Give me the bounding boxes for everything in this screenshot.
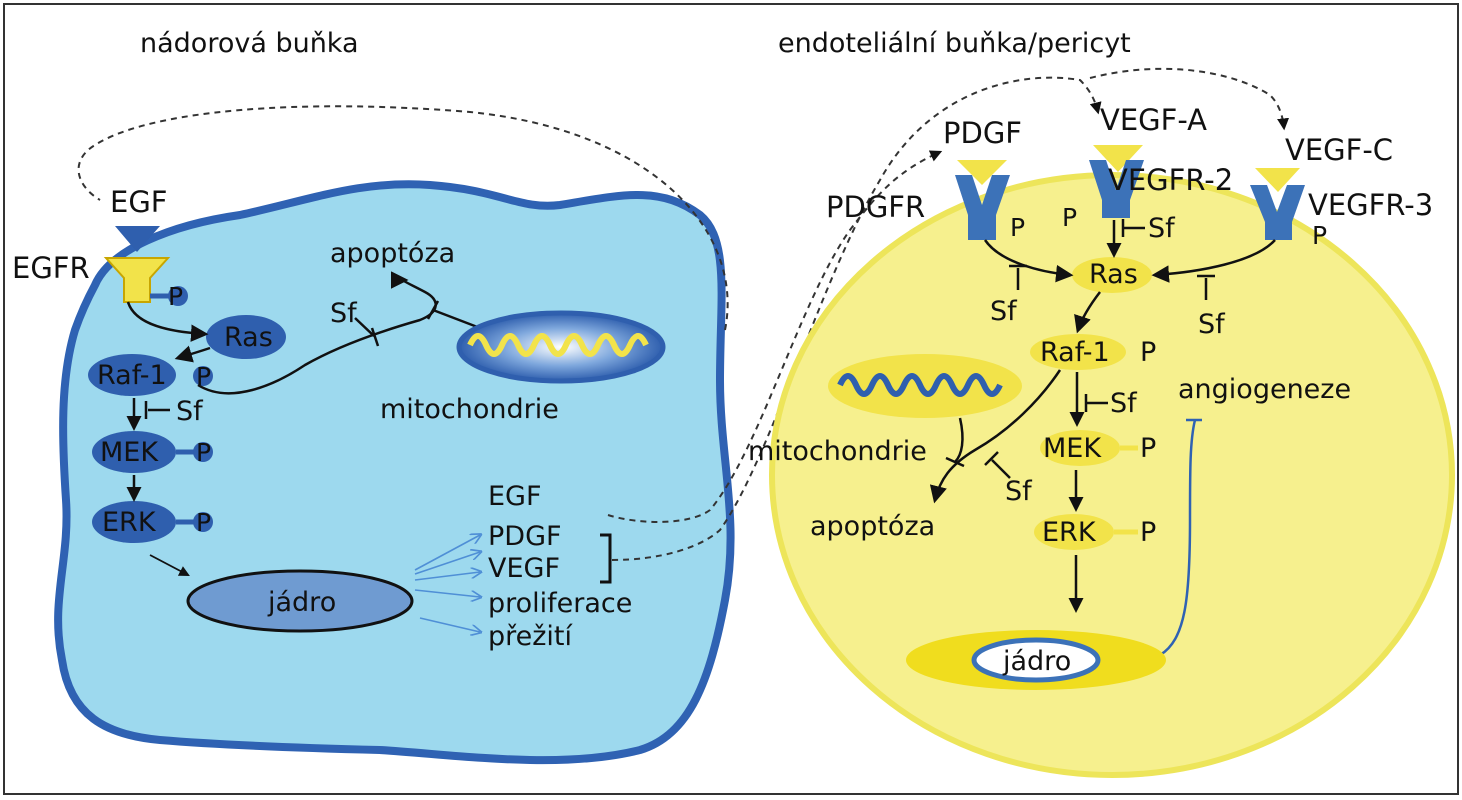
tumor-output-preziti: přežití	[488, 621, 574, 652]
egfr-label: EGFR	[12, 251, 90, 285]
tumor-mek-phospho-dot	[193, 442, 213, 462]
tumor-apoptosis-label: apoptóza	[330, 238, 455, 269]
mito-inhibit-line	[432, 308, 481, 330]
vegfr3-label: VEGFR-3	[1308, 188, 1433, 222]
tumor-mek-phospho-label: P	[196, 438, 211, 467]
pdgfr-phospho-left: P	[1010, 213, 1025, 242]
tumor-ras-label: Ras	[224, 322, 273, 353]
endo-apoptosis-label: apoptóza	[810, 511, 935, 542]
endo-mito-inhibit-bar	[945, 456, 965, 468]
tumor-output-proliferace: proliferace	[488, 588, 632, 619]
tumor-raf1-node	[88, 354, 176, 396]
endo-erk-node	[1034, 514, 1114, 550]
endo-raf1-node	[1030, 334, 1126, 370]
tumor-raf1-phospho-dot	[193, 366, 213, 386]
tumor-ras-node	[206, 315, 286, 359]
endo-angiogenesis-label: angiogeneze	[1178, 374, 1351, 405]
egfr-phospho-label: P	[168, 282, 183, 311]
endo-sf-vegfr2-label: Sf	[1148, 213, 1176, 244]
vegfr3-receptor-icon	[1250, 185, 1305, 240]
dashed-secretion-paths	[77, 67, 1290, 561]
endo-erk-phospho: P	[1140, 517, 1156, 548]
endo-raf1-label: Raf-1	[1040, 337, 1110, 368]
pdgfr-phospho-right: P	[1062, 203, 1077, 232]
ras-to-raf1-arrow	[174, 345, 211, 363]
endo-mitochondria-label: mitochondrie	[748, 436, 927, 467]
endo-ras-to-raf1-arrow	[1074, 291, 1101, 334]
tumor-sf-apoptosis-label: Sf	[330, 298, 358, 329]
endothelial-cell-membrane	[769, 172, 1455, 778]
endo-raf1-to-apoptosis-path	[929, 369, 1062, 504]
endo-nucleus-inner	[971, 637, 1101, 683]
endo-ligand-vegfc: VEGF-C	[1285, 133, 1393, 167]
egf-ligand-triangle	[115, 226, 160, 252]
tumor-sf-apoptosis-inhibit-bar	[370, 327, 380, 347]
endo-ras-node	[1072, 257, 1152, 293]
vegfr3-phospho: P	[1312, 221, 1327, 250]
vegfr3-ligand-triangle	[1255, 168, 1300, 192]
tumor-cell	[54, 180, 735, 765]
endo-ligand-vegfa: VEGF-A	[1100, 103, 1207, 137]
endo-raf1-phospho: P	[1140, 337, 1156, 368]
endo-mek-node	[1040, 430, 1120, 466]
tumor-nucleus-label: jádro	[267, 587, 336, 618]
pdgfr-ligand-triangle	[957, 160, 1007, 185]
tumor-erk-label: ERK	[102, 507, 157, 538]
tumor-sf-mek-label: Sf	[176, 396, 204, 427]
endo-sf-pdgfr-label: Sf	[990, 296, 1018, 327]
tumor-mitochondria-body	[456, 310, 666, 384]
tumor-mitochondria-cristae	[467, 333, 649, 357]
nucleus-output-arrows	[414, 535, 480, 632]
egf-ligand-label: EGF	[110, 185, 167, 219]
raf1-to-apoptosis-path	[197, 271, 437, 395]
endo-sf-apoptosis-label: Sf	[1005, 476, 1033, 507]
pdgfr-label: PDGFR	[826, 190, 925, 224]
output-bracket	[600, 533, 612, 584]
egfr-to-ras-arrow	[126, 301, 209, 342]
endo-mito-inhibit-path	[954, 417, 964, 463]
tumor-raf1-phospho-label: P	[196, 362, 211, 391]
tumor-output-pdgf: PDGF	[488, 521, 562, 552]
egfr-phospho-dot	[168, 286, 188, 306]
endo-nucleus-label: jádro	[1002, 646, 1071, 677]
nucleus-to-angiogenesis-path	[1159, 419, 1197, 657]
vegfr2-ligand-triangle	[1093, 145, 1143, 172]
mito-inhibit-bar	[426, 300, 440, 320]
tumor-cell-title: nádorová buňka	[140, 28, 359, 59]
endo-ligand-pdgf: PDGF	[943, 116, 1022, 150]
tumor-cell-membrane	[54, 180, 735, 765]
vegfr3-to-ras-arrow	[1151, 239, 1276, 283]
endo-mitochondria-body	[828, 354, 1022, 418]
endo-mitochondria-cristae	[837, 373, 1003, 397]
endo-ras-label: Ras	[1089, 259, 1138, 290]
endo-sf-mek-label: Sf	[1110, 388, 1138, 419]
endo-sf-apoptosis-bar	[984, 451, 999, 466]
tumor-mek-label: MEK	[100, 437, 159, 468]
endo-mek-label: MEK	[1043, 433, 1102, 464]
endo-sf-apoptosis-line	[991, 459, 1011, 479]
vegfr2-receptor-icon	[1089, 160, 1144, 218]
tumor-output-vegf: VEGF	[488, 553, 560, 584]
vegfr2-label: VEGFR-2	[1108, 163, 1233, 197]
tumor-erk-phospho-label: P	[196, 508, 211, 537]
pdgfr-to-ras-arrow	[983, 239, 1074, 283]
tumor-mek-node	[92, 431, 176, 473]
endothelial-cell	[769, 172, 1455, 778]
tumor-erk-phospho-dot	[193, 512, 213, 532]
tumor-erk-node	[92, 501, 176, 543]
tumor-nucleus	[186, 569, 414, 633]
endothelial-cell-title: endoteliální buňka/pericyt	[778, 28, 1131, 59]
endo-sf-vegfr3-label: Sf	[1198, 309, 1226, 340]
tumor-raf1-label: Raf-1	[97, 360, 167, 391]
pdgfr-receptor-icon	[955, 175, 1010, 240]
tumor-sf-apoptosis-inhibit-line	[354, 317, 375, 337]
tumor-mitochondria-label: mitochondrie	[380, 394, 559, 425]
tumor-output-egf: EGF	[488, 481, 542, 512]
endo-erk-label: ERK	[1042, 517, 1097, 548]
endo-mek-phospho: P	[1140, 433, 1156, 464]
erk-to-nucleus-arrow	[149, 554, 190, 577]
egfr-receptor-icon	[103, 257, 171, 303]
